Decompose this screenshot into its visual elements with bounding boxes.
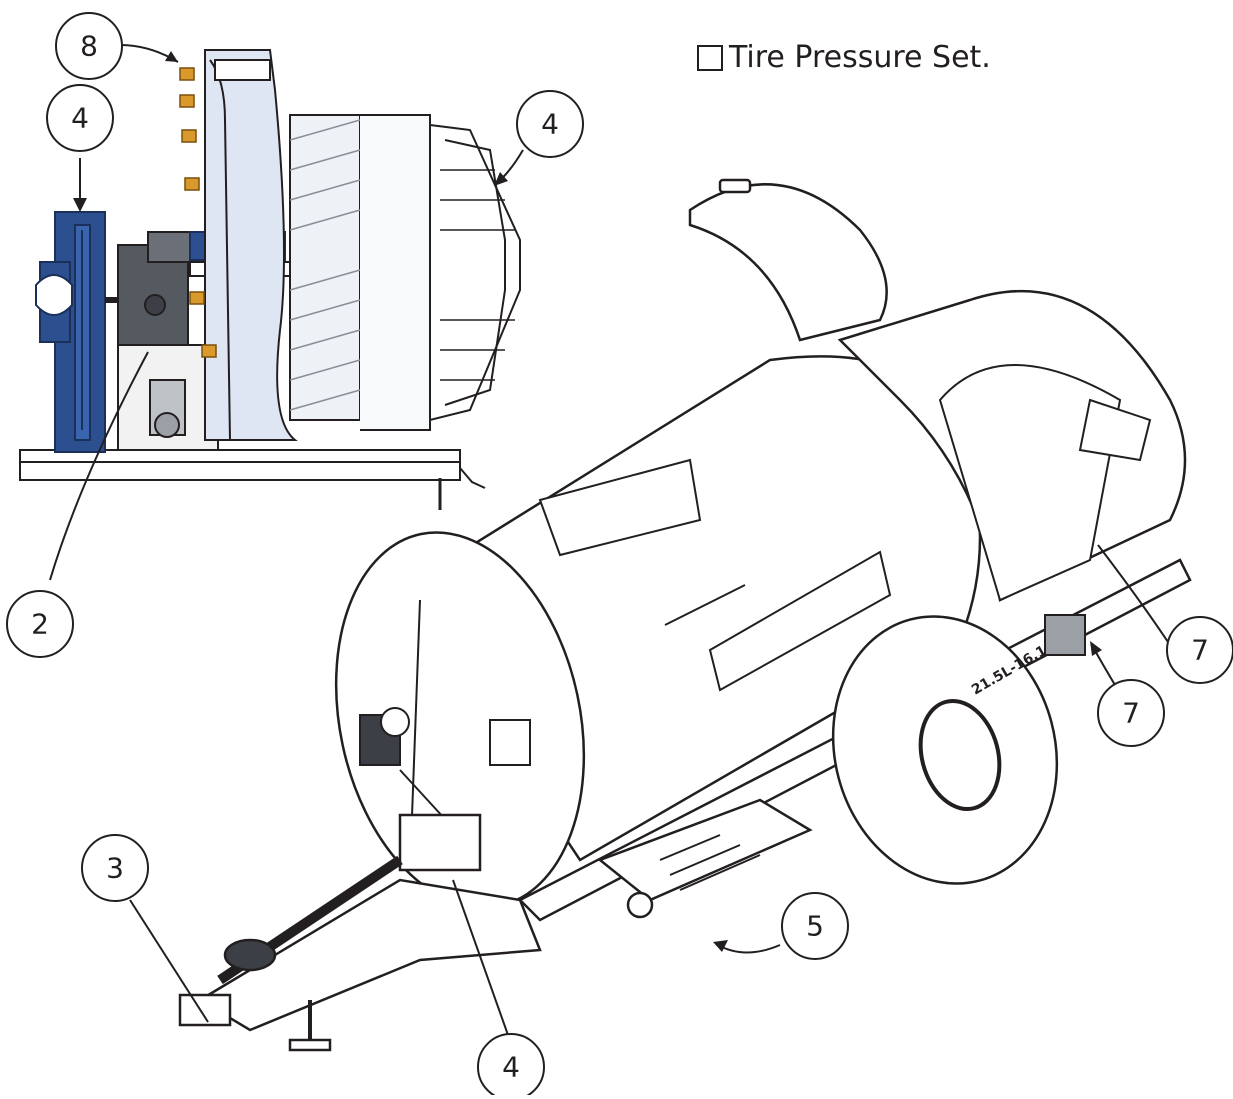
fan-housing [837, 289, 1187, 602]
tank-seam [664, 584, 746, 626]
control-panel [359, 707, 456, 831]
callout-3: 3 [81, 834, 149, 902]
callout-label: 8 [80, 30, 98, 63]
tire-pressure-checkbox[interactable] [697, 44, 723, 71]
fan-cutaway-detail [19, 49, 521, 510]
tank-label-plate [489, 719, 531, 766]
platform-fitting [626, 891, 654, 919]
gearbox [105, 231, 194, 346]
fan-shroud-left [204, 49, 298, 441]
nozzle-fittings [179, 67, 217, 358]
tire-pressure-label: Tire Pressure Set. [729, 40, 991, 75]
pto-gearbox-guard [398, 813, 482, 872]
tank-decal [708, 550, 892, 692]
fan-housing-handle [1078, 398, 1152, 462]
leader-7-right [1097, 544, 1171, 646]
callouts: 8 4 4 2 3 4 5 7 [6, 12, 1233, 1099]
tire-pressure-checklist: Tire Pressure Set. [697, 40, 991, 75]
spray-tank [334, 355, 982, 909]
rear-valve-bracket [1044, 614, 1086, 656]
jack-foot [288, 1038, 332, 1052]
leader-5 [717, 944, 781, 954]
callout-label: 7 [1191, 634, 1209, 667]
detail-base-frame [19, 449, 461, 481]
callout-label: 2 [31, 608, 49, 641]
step-treads [659, 834, 761, 891]
callout-7-right: 7 [1166, 616, 1233, 684]
callout-4-top-right: 4 [516, 90, 584, 158]
callout-4-bottom: 4 [477, 1033, 545, 1099]
tank-lid [538, 458, 702, 557]
leader-lines [49, 44, 1171, 1036]
callout-label: 7 [1122, 697, 1140, 730]
detail-base-bracket [459, 467, 486, 489]
callout-8-top: 8 [55, 12, 123, 80]
callout-2: 2 [6, 590, 74, 658]
hood-handle [718, 178, 752, 194]
sprayer-assembly: 21.5L-16.1 [178, 178, 1192, 1052]
callout-7-lower: 7 [1097, 679, 1165, 747]
pump-port [154, 412, 180, 438]
callout-label: 4 [541, 108, 559, 141]
leader-3 [129, 899, 209, 1023]
pto-yoke [223, 938, 277, 972]
callout-5: 5 [781, 892, 849, 960]
callout-label: 4 [71, 102, 89, 135]
shroud-top-flange [214, 59, 271, 81]
fan-housing-rear [360, 114, 431, 431]
leader-4-bottom [452, 879, 509, 1036]
callout-label: 3 [106, 852, 124, 885]
shroud-edge [209, 59, 231, 441]
leader-2 [49, 351, 149, 581]
blue-pump-housing [35, 211, 106, 453]
callout-label: 4 [502, 1051, 520, 1084]
air-straightener [289, 114, 361, 421]
callout-4-top-left: 4 [46, 84, 114, 152]
hitch-drawbar [178, 813, 542, 1052]
hitch-tongue [178, 993, 232, 1027]
fan-hood [688, 178, 888, 342]
fan-guard-cage [429, 123, 521, 422]
callout-label: 5 [806, 910, 824, 943]
step-platform [597, 798, 813, 902]
tire: 21.5L-16.1 [831, 615, 1059, 885]
